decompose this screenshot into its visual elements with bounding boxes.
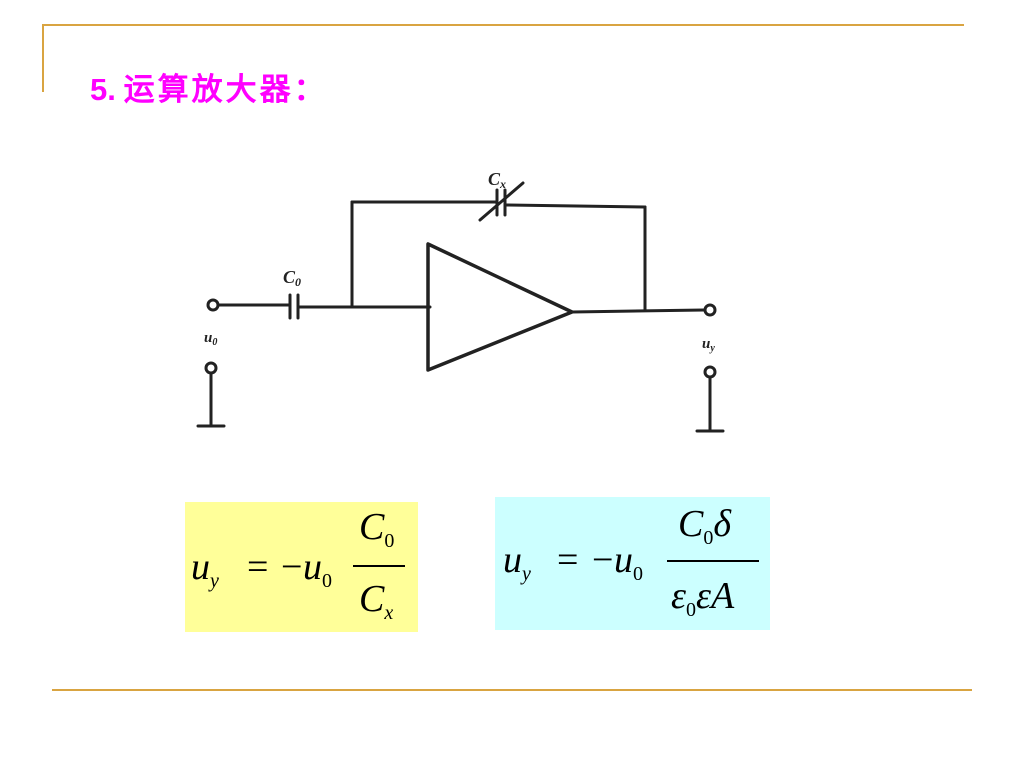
formula2-rhs: u0 [614,539,643,585]
op-amp-circuit-diagram: Cx C0 u0 uy [180,150,760,450]
formula1-fraction-bar [353,565,405,567]
formula1-numerator: C0 [359,506,395,552]
formula1-denominator: Cx [359,578,394,624]
title-text: 运算放大器： [123,72,328,108]
input-voltage-label: u0 [204,330,217,348]
input-cap-label: C0 [283,267,301,289]
output-voltage-label: uy [702,336,715,354]
slide-title: 5. 运算放大器： [90,70,328,110]
formula2-denominator: ε0εA [671,575,735,621]
formula1-lhs: uy [191,546,219,592]
feedback-cap-label: Cx [488,169,506,191]
formula1-minus: − [281,546,303,588]
formula2-fraction-bar [667,560,759,562]
formula2-minus: − [592,539,614,581]
formula2-equals: = [557,539,579,581]
left-rule [42,24,44,92]
variable-capacitor-arrow [478,181,525,222]
formula1-equals: = [247,546,269,588]
output-terminal [703,303,717,317]
formula2-lhs: uy [503,539,531,585]
bottom-rule [52,689,972,691]
top-rule [42,24,964,26]
circuit-svg: Cx C0 u0 uy [196,169,725,433]
formula1-rhs: u0 [303,546,332,592]
op-amp-triangle [426,242,574,372]
formula2-numerator: C0δ [678,503,732,549]
title-number: 5. [90,72,116,107]
formula-capacitance-ratio: uy = − u0 C0 Cx [185,502,418,632]
formula-plate-parameters: uy = − u0 C0δ ε0εA [495,497,770,630]
